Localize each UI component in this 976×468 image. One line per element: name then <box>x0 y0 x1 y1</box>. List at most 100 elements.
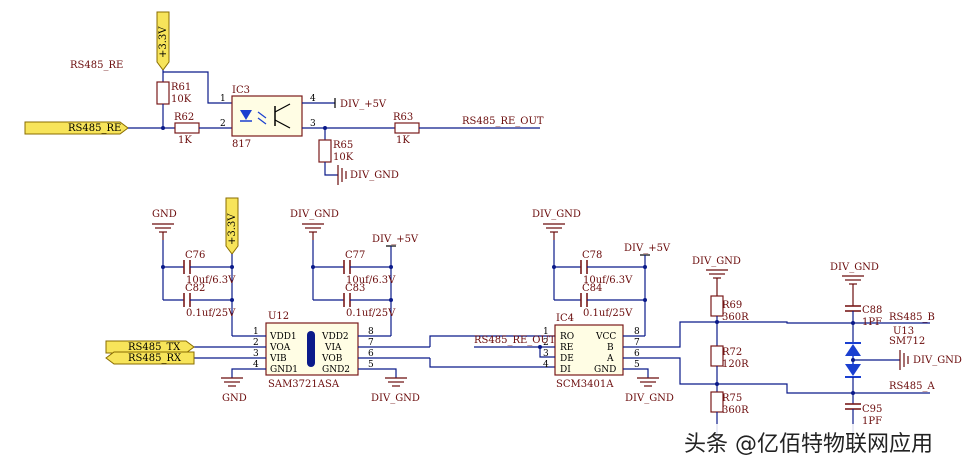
ic4-num-5-visible: 5 <box>634 360 640 370</box>
div-gnd-label-f: DIV_GND <box>830 262 879 273</box>
r63-ref: R63 <box>393 112 413 123</box>
rs485-re-net-label: RS485_RE <box>70 60 123 71</box>
ic4-pin-ro: RO <box>560 332 574 342</box>
u12-pin-gnd1: GND1 <box>270 365 298 375</box>
div-gnd-top-label: DIV_GND <box>350 170 399 181</box>
re-out-in-label: RS485_RE_OUT <box>474 335 556 346</box>
rs485-b-label: RS485_B <box>889 312 935 323</box>
u12-pin-vob: VOB <box>321 354 343 364</box>
u12-num-1: 1 <box>253 327 259 337</box>
ic4-num-4: 4 <box>543 360 549 370</box>
r62-resistor: R62 1K <box>174 112 200 146</box>
gnd-symbol-b: GND <box>221 377 247 404</box>
div-gnd-label-e: DIV_GND <box>692 256 741 267</box>
div-gnd-symbol-d: DIV_GND <box>625 377 674 404</box>
r61-resistor: R61 10K <box>156 81 192 105</box>
div-gnd-label-d: DIV_GND <box>625 393 674 404</box>
r69-ref: R69 <box>722 300 742 311</box>
ic4-pin-a: A <box>606 354 614 364</box>
ic4-pin-b: B <box>607 343 614 353</box>
c82-ref: C82 <box>185 283 205 294</box>
u12-pin-voa: VOA <box>269 343 291 353</box>
u12-num-3: 3 <box>253 349 259 359</box>
ic4-num-6: 6 <box>634 349 640 359</box>
div-gnd-symbol-g: DIV_GND <box>899 350 962 370</box>
u12-pin-gnd2: GND2 <box>322 365 350 375</box>
r63-resistor: R63 1K <box>393 112 420 146</box>
r72-ref: R72 <box>722 347 742 358</box>
u12-ref: U12 <box>268 311 289 322</box>
c77-ref: C77 <box>345 250 365 261</box>
div-gnd-symbol-a: DIV_GND <box>290 209 339 240</box>
ic3-pin4: 4 <box>310 94 316 104</box>
div-gnd-top-symbol: DIV_GND <box>337 165 399 185</box>
c78-ref: C78 <box>582 250 602 261</box>
gnd-symbol-a: GND <box>152 209 177 240</box>
u12-num-5: 5 <box>368 360 374 370</box>
c84-value: 0.1uf/25V <box>583 308 633 319</box>
ic3-pin3: 3 <box>310 119 316 129</box>
re-out-label: RS485_RE_OUT <box>462 116 544 127</box>
c82-value: 0.1uf/25V <box>186 308 236 319</box>
c78-value: 10uf/6.3V <box>583 275 633 286</box>
c76-value: 10uf/6.3V <box>186 275 236 286</box>
c88-ref: C88 <box>862 305 882 316</box>
div5v-top-label: DIV_+5V <box>340 99 387 110</box>
rs485-tx-label: RS485_TX <box>128 342 181 353</box>
vcc33-port-top: +3.3V <box>156 11 170 71</box>
r62-ref: R62 <box>174 112 194 123</box>
div-gnd-symbol-f: DIV_GND <box>830 262 879 306</box>
rs485-re-port: RS485_RE <box>24 121 129 135</box>
ic4-part: SCM3401A <box>556 379 614 390</box>
div-gnd-label-c: DIV_GND <box>532 209 581 220</box>
r75-value: 360R <box>722 405 749 416</box>
c95-value: 1PF <box>862 416 882 427</box>
gnd-label-b: GND <box>222 393 247 404</box>
ic4-transceiver: IC4 SCM3401A RO RE DE DI VCC B A GND 1 2… <box>543 313 640 390</box>
r65-value: 10K <box>333 152 354 163</box>
ic4-pin-gnd: GND <box>594 365 616 375</box>
ic4-num-3: 3 <box>543 349 549 359</box>
vcc33-port-bottom: +3.3V <box>225 197 239 255</box>
u12-num-4: 4 <box>253 360 259 370</box>
c88-value: 1PF <box>862 317 882 328</box>
ic4-num-2: 2 <box>543 338 549 348</box>
ic4-ref: IC4 <box>556 313 574 324</box>
u12-pin-vdd1: VDD1 <box>269 332 297 342</box>
vcc33-port-bottom-label: +3.3V <box>227 213 238 245</box>
u12-pin-vib: VIB <box>269 354 287 364</box>
vcc33-port-top-label: +3.3V <box>158 26 169 58</box>
ic4-pin-vcc: VCC <box>595 332 616 342</box>
r72-value: 120R <box>722 359 749 370</box>
div-gnd-label-g: DIV_GND <box>913 355 962 366</box>
div-gnd-symbol-e: DIV_GND <box>692 256 741 296</box>
ic3-pin1: 1 <box>220 94 226 104</box>
u12-isolator: U12 SAM3721ASA VDD1 VOA VIB GND1 VDD2 VI… <box>253 311 374 390</box>
ic4-pin-re: RE <box>560 343 573 353</box>
u12-num-7: 7 <box>368 338 374 348</box>
div5v-label-a: DIV_+5V <box>372 234 419 245</box>
r65-resistor: R65 10K <box>318 139 354 163</box>
ic4-num-8: 8 <box>634 327 640 337</box>
u12-num-8: 8 <box>368 327 374 337</box>
ic3-ref: IC3 <box>232 85 250 96</box>
c77-value: 10uf/6.3V <box>346 275 396 286</box>
ic4-num-7: 7 <box>634 338 640 348</box>
div-gnd-symbol-c: DIV_GND <box>532 209 581 240</box>
watermark-text: 头条 @亿佰特物联网应用 <box>684 432 933 457</box>
u12-pin-vdd2: VDD2 <box>321 332 349 342</box>
r61-value: 10K <box>171 94 192 105</box>
u12-num-2: 2 <box>253 338 259 348</box>
u12-part: SAM3721ASA <box>268 379 340 390</box>
c83-value: 0.1uf/25V <box>346 308 396 319</box>
ic3-optocoupler: IC3 817 1 2 3 4 <box>220 85 316 150</box>
c84-ref: C84 <box>582 283 602 294</box>
ic3-pin2: 2 <box>220 119 226 129</box>
div-gnd-label-a: DIV_GND <box>290 209 339 220</box>
r62-value: 1K <box>178 135 192 146</box>
u12-pin-via: VIA <box>324 343 342 353</box>
u13-part: SM712 <box>889 336 925 347</box>
div5v-label-b: DIV_+5V <box>624 243 671 254</box>
r75-ref: R75 <box>722 393 742 404</box>
